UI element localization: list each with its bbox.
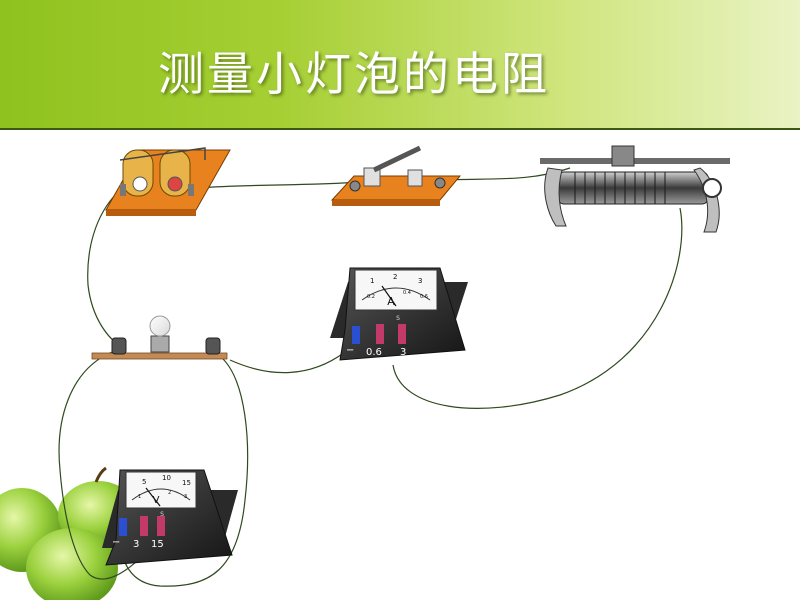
- knife-switch: [330, 145, 462, 206]
- voltmeter-scale-1: 5: [142, 478, 146, 486]
- ammeter-terminal-neg: −: [346, 345, 354, 356]
- ammeter-scale-3: 3: [418, 277, 422, 285]
- ammeter-unit: A: [387, 295, 395, 308]
- ammeter-terminal-3: 3: [400, 347, 406, 358]
- ammeter: [330, 267, 468, 361]
- voltmeter-terminal-neg: −: [112, 537, 120, 548]
- ammeter-terminal-06: 0.6: [366, 347, 382, 358]
- slide-title: 测量小灯泡的电阻: [158, 47, 550, 101]
- voltmeter-mark: S: [160, 511, 164, 518]
- ammeter-scale-2: 2: [393, 273, 397, 281]
- ammeter-mark: S: [396, 315, 400, 322]
- circuit-wires: [58, 167, 683, 587]
- voltmeter-terminal-3: 3: [133, 539, 139, 550]
- ammeter-scale-b2: 0.4: [403, 290, 411, 296]
- voltmeter-scale-b3: 3: [184, 494, 187, 500]
- ammeter-scale-b1: 0.2: [367, 294, 375, 300]
- voltmeter-scale-2: 10: [162, 474, 171, 482]
- voltmeter-scale-b2: 2: [168, 490, 171, 496]
- voltmeter-scale-b1: 1: [138, 494, 141, 500]
- voltmeter: [102, 469, 238, 566]
- battery-holder: [105, 147, 231, 216]
- ammeter-scale-b3: 0.6: [420, 294, 428, 300]
- lamp-board: [91, 315, 228, 360]
- rheostat: [540, 145, 730, 233]
- title-banner: [0, 0, 800, 128]
- ammeter-scale-1: 1: [370, 277, 374, 285]
- voltmeter-scale-3: 15: [182, 479, 191, 487]
- banner-divider: [0, 128, 800, 130]
- voltmeter-unit: V: [153, 495, 160, 506]
- voltmeter-terminal-15: 15: [151, 539, 164, 550]
